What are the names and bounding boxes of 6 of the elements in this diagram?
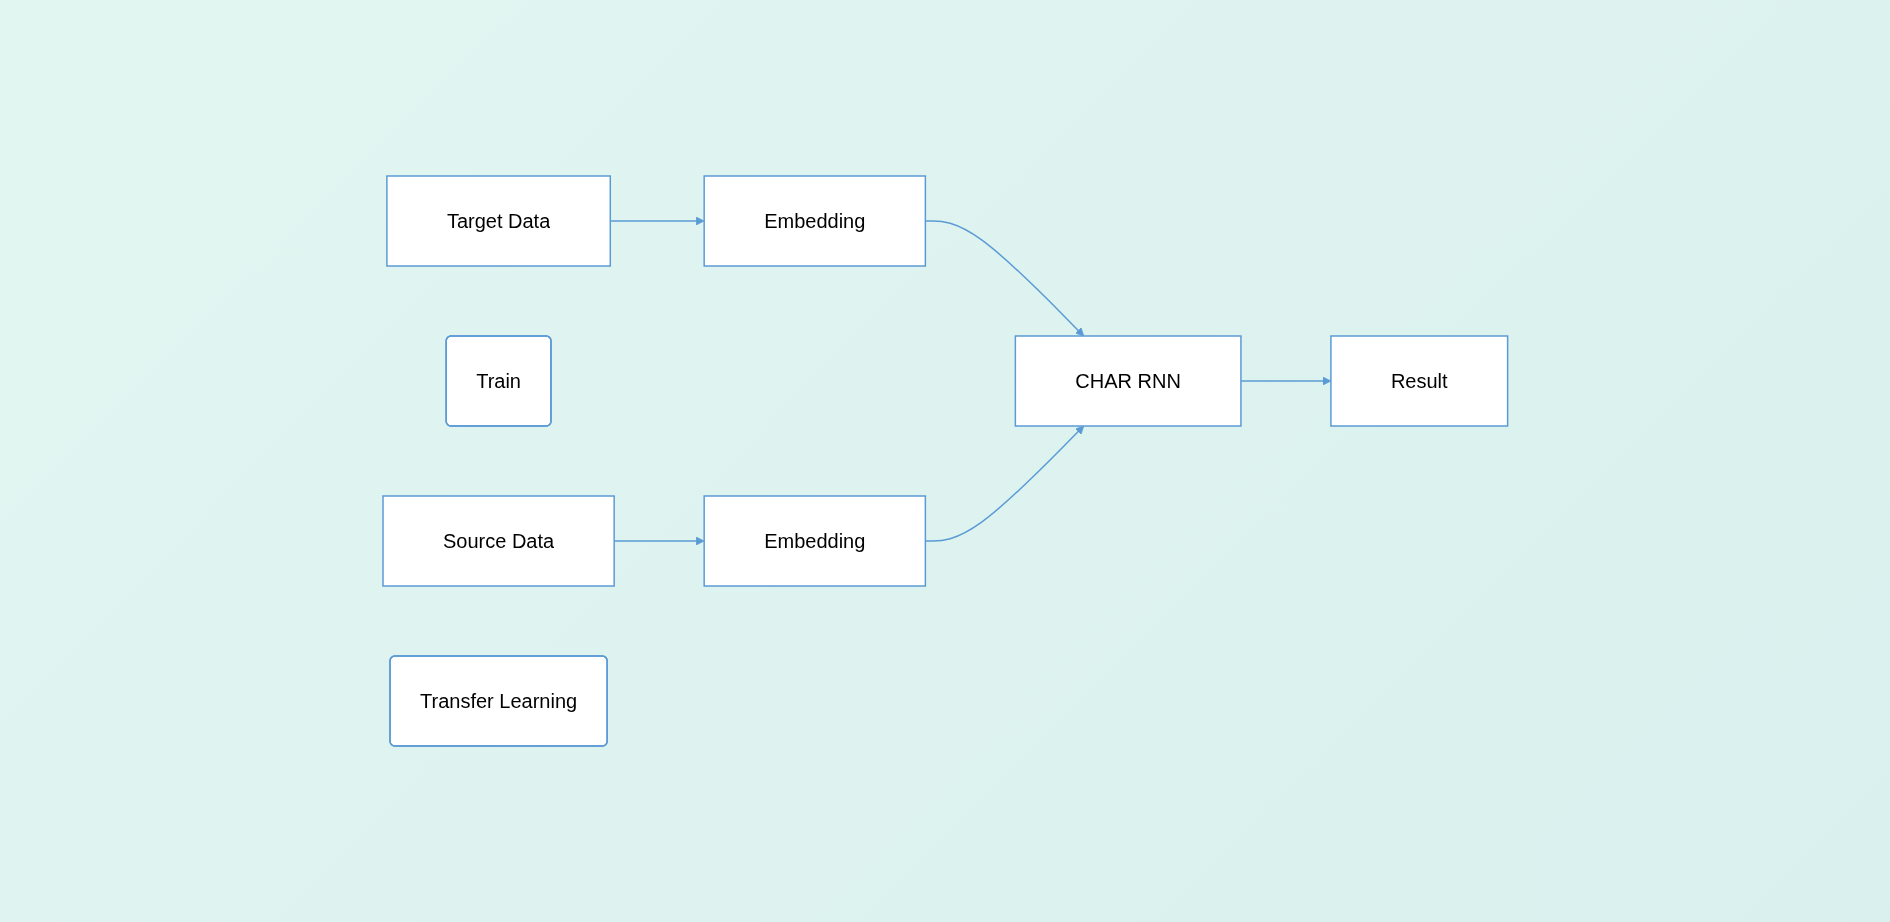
- node-box: Embedding: [703, 175, 926, 267]
- node-box: Embedding: [703, 495, 926, 587]
- node-box: Result: [1329, 335, 1509, 427]
- node-box: CHAR RNN: [1014, 335, 1242, 427]
- node-box: Source Data: [381, 495, 615, 587]
- node-box: Target Data: [385, 175, 611, 267]
